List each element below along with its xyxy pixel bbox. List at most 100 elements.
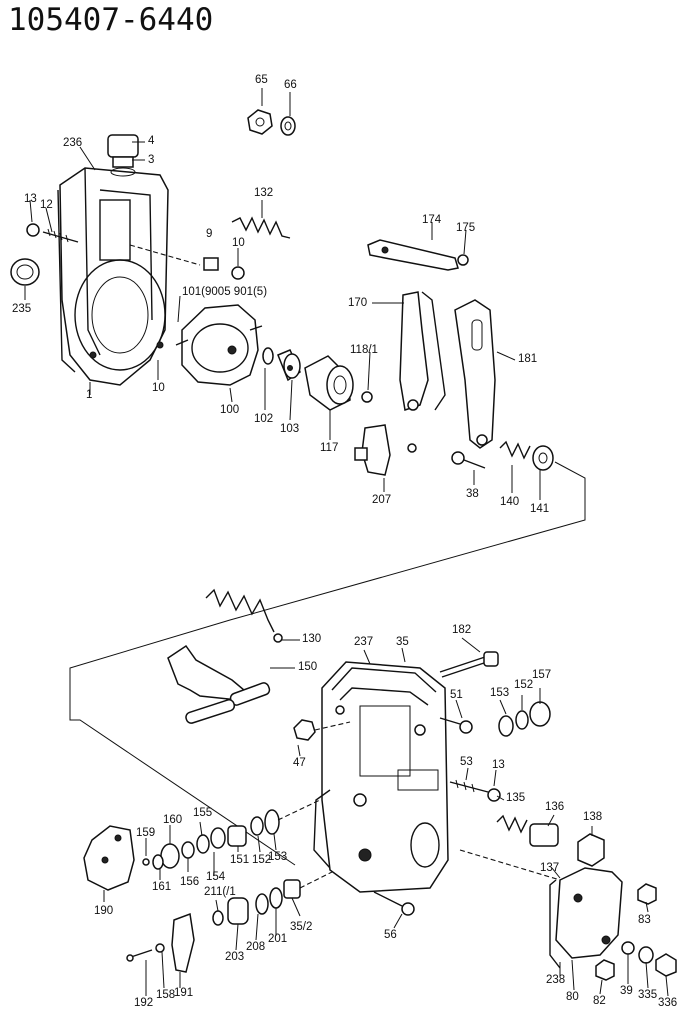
label-136: 136 bbox=[545, 801, 565, 813]
label-118-1: 118/1 bbox=[350, 344, 378, 356]
label-10-top: 10 bbox=[232, 237, 245, 249]
flyweight-100 bbox=[175, 304, 263, 386]
label-201: 201 bbox=[268, 933, 288, 945]
label-82: 82 bbox=[593, 995, 606, 1007]
plug-4 bbox=[107, 134, 139, 177]
bolt-9-10 bbox=[129, 244, 245, 280]
spring-130 bbox=[205, 588, 283, 643]
label-1: 1 bbox=[86, 389, 93, 401]
label-13-lower: 13 bbox=[492, 759, 505, 771]
bolt-38 bbox=[451, 440, 554, 471]
bracket-207 bbox=[354, 424, 391, 476]
label-100: 100 bbox=[220, 404, 240, 416]
label-191: 191 bbox=[174, 987, 194, 999]
label-211-1: 211(/1 bbox=[204, 886, 236, 898]
lever-181 bbox=[454, 299, 496, 449]
label-161: 161 bbox=[152, 881, 172, 893]
label-130: 130 bbox=[302, 633, 322, 645]
left-small-parts bbox=[142, 809, 280, 870]
adjusting-screw-136 bbox=[496, 814, 605, 867]
bolt-set-82 bbox=[595, 941, 677, 981]
label-35: 35 bbox=[396, 636, 409, 648]
label-38: 38 bbox=[466, 488, 479, 500]
bolt-13 bbox=[26, 223, 79, 243]
label-159: 159 bbox=[136, 827, 156, 839]
label-160: 160 bbox=[163, 814, 183, 826]
label-238: 238 bbox=[546, 974, 566, 986]
label-132: 132 bbox=[254, 187, 274, 199]
label-47: 47 bbox=[293, 757, 306, 769]
label-155: 155 bbox=[193, 807, 213, 819]
bolt-53 bbox=[449, 779, 501, 802]
label-190: 190 bbox=[94, 905, 114, 917]
label-53: 53 bbox=[460, 756, 473, 768]
lever-174 bbox=[367, 239, 469, 271]
bolt-51 bbox=[439, 717, 473, 734]
label-66: 66 bbox=[284, 79, 297, 91]
label-207: 207 bbox=[372, 494, 392, 506]
label-170: 170 bbox=[348, 297, 368, 309]
cap-235 bbox=[10, 258, 40, 286]
label-152-top: 152 bbox=[514, 679, 534, 691]
label-12: 12 bbox=[40, 199, 53, 211]
label-153-bottom: 153 bbox=[268, 851, 288, 863]
part-number-title: 105407-6440 bbox=[8, 2, 214, 38]
bolt-47 bbox=[293, 719, 351, 741]
label-101: 101(9005 901(5) bbox=[182, 286, 268, 298]
label-56: 56 bbox=[384, 929, 397, 941]
label-35-2: 35/2 bbox=[290, 921, 313, 933]
bracket-190 bbox=[83, 825, 135, 891]
label-158: 158 bbox=[156, 989, 176, 1001]
sleeve-103 bbox=[262, 347, 301, 382]
label-153-top: 153 bbox=[490, 687, 510, 699]
label-335: 335 bbox=[638, 989, 658, 1001]
label-235: 235 bbox=[12, 303, 32, 315]
nut-65 bbox=[247, 109, 296, 136]
lower-small-parts bbox=[212, 871, 333, 926]
bracket-191 bbox=[126, 912, 195, 973]
label-151: 151 bbox=[230, 854, 250, 866]
label-182: 182 bbox=[452, 624, 472, 636]
label-13: 13 bbox=[24, 193, 37, 205]
label-236: 236 bbox=[63, 137, 83, 149]
label-135: 135 bbox=[506, 792, 526, 804]
label-4: 4 bbox=[148, 135, 155, 147]
bolt-56 bbox=[373, 891, 415, 916]
label-174: 174 bbox=[422, 214, 442, 226]
lever-150 bbox=[167, 644, 271, 724]
label-152-bottom: 152 bbox=[252, 854, 272, 866]
label-83: 83 bbox=[638, 914, 651, 926]
label-156: 156 bbox=[180, 876, 200, 888]
governor-cover-35 bbox=[313, 661, 449, 893]
label-39: 39 bbox=[620, 985, 633, 997]
label-154: 154 bbox=[206, 871, 226, 883]
bolt-83 bbox=[637, 883, 657, 905]
label-203: 203 bbox=[225, 951, 245, 963]
label-102: 102 bbox=[254, 413, 274, 425]
cover-238 bbox=[549, 867, 623, 969]
label-336: 336 bbox=[658, 997, 678, 1009]
sleeve-117 bbox=[304, 355, 373, 411]
label-103: 103 bbox=[280, 423, 300, 435]
label-117: 117 bbox=[320, 442, 339, 454]
label-157: 157 bbox=[532, 669, 552, 681]
seal-set-153 bbox=[498, 701, 551, 737]
label-3: 3 bbox=[148, 154, 155, 166]
label-141: 141 bbox=[530, 503, 550, 515]
label-51: 51 bbox=[450, 689, 463, 701]
label-138: 138 bbox=[583, 811, 603, 823]
label-137: 137 bbox=[540, 862, 560, 874]
label-150: 150 bbox=[298, 661, 318, 673]
label-80: 80 bbox=[566, 991, 579, 1003]
shaft-182 bbox=[439, 651, 499, 678]
label-65: 65 bbox=[255, 74, 268, 86]
label-181: 181 bbox=[518, 353, 538, 365]
governor-housing bbox=[57, 167, 169, 386]
label-140: 140 bbox=[500, 496, 520, 508]
label-175: 175 bbox=[456, 222, 476, 234]
label-9: 9 bbox=[206, 228, 213, 240]
label-237: 237 bbox=[354, 636, 374, 648]
lever-170 bbox=[399, 291, 446, 453]
label-208: 208 bbox=[246, 941, 266, 953]
